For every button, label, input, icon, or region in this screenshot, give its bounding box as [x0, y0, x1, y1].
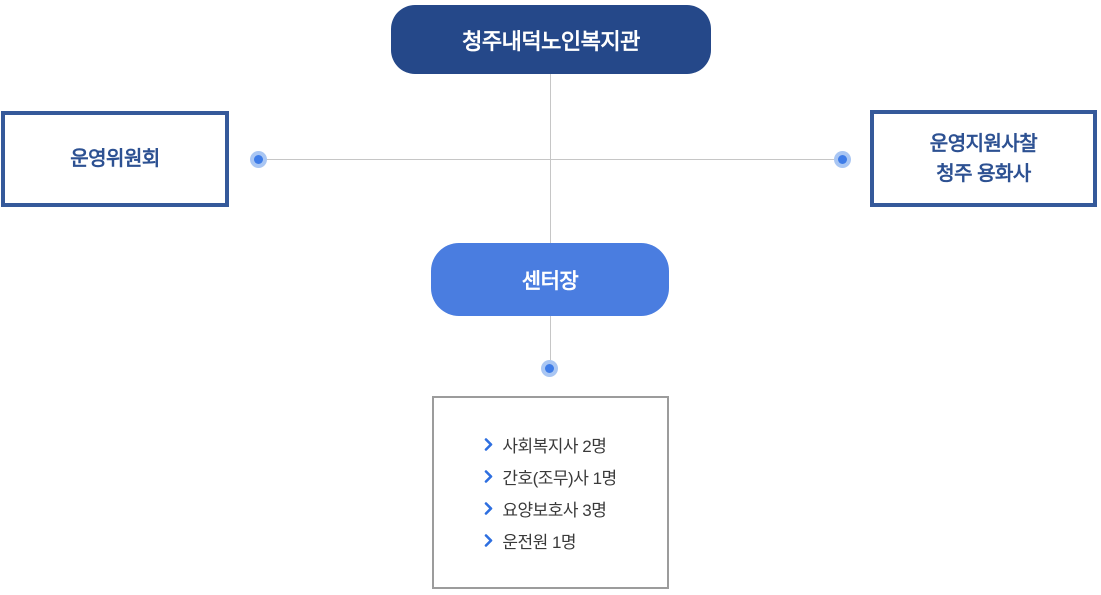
- org-node-committee-label: 운영위원회: [70, 148, 160, 170]
- connector-line-horizontal: [258, 159, 842, 160]
- org-node-root-label: 청주내덕노인복지관: [462, 28, 640, 54]
- staff-item: 요양보호사 3명: [484, 493, 616, 525]
- chevron-right-icon: [485, 438, 493, 451]
- org-node-support-line2: 청주 용화사: [936, 162, 1031, 185]
- org-node-committee: 운영위원회: [1, 111, 229, 207]
- org-node-support-line1: 운영지원사찰: [929, 132, 1038, 155]
- connector-dot-left: [250, 151, 267, 168]
- connector-dot-right: [834, 151, 851, 168]
- staff-item-label: 사회복지사 2명: [502, 437, 607, 456]
- staff-item: 간호(조무)사 1명: [484, 461, 617, 493]
- staff-item-label: 간호(조무)사 1명: [502, 469, 617, 488]
- staff-item-label: 요양보호사 3명: [502, 501, 607, 520]
- chevron-right-icon: [485, 470, 493, 483]
- chevron-right-icon: [485, 534, 493, 547]
- org-node-support-temple: 운영지원사찰 청주 용화사: [870, 110, 1097, 207]
- staff-item: 운전원 1명: [484, 525, 616, 557]
- org-node-director: 센터장: [431, 243, 669, 316]
- org-node-root: 청주내덕노인복지관: [391, 5, 711, 74]
- connector-line-root-to-director: [550, 74, 551, 243]
- connector-line-director-to-staff: [550, 316, 551, 360]
- staff-list: 사회복지사 2명 간호(조무)사 1명 요양보호사 3명 운전원 1명: [484, 429, 617, 557]
- staff-item: 사회복지사 2명: [484, 429, 616, 461]
- connector-dot-bottom: [541, 360, 558, 377]
- chevron-right-icon: [485, 502, 493, 515]
- org-node-director-label: 센터장: [521, 269, 579, 293]
- staff-item-label: 운전원 1명: [502, 533, 577, 552]
- staff-box: 사회복지사 2명 간호(조무)사 1명 요양보호사 3명 운전원 1명: [432, 396, 669, 589]
